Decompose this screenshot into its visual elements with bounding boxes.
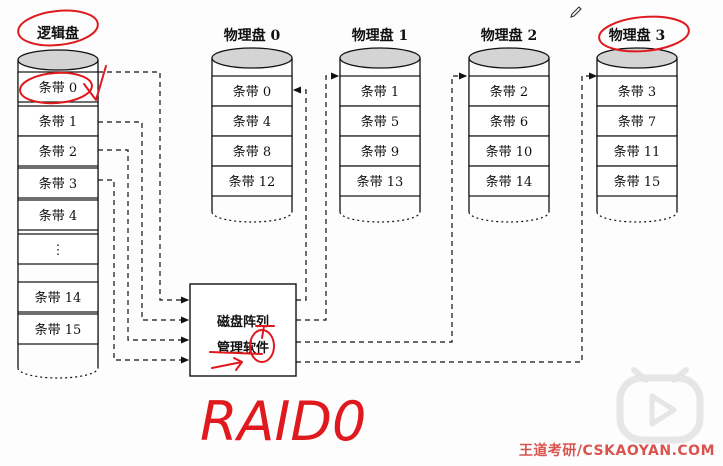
raid-box-line1: 磁盘阵列 — [217, 314, 269, 330]
physical-disk-1: 物理盘 1 条带 1 条带 5 条带 9 条带 13 — [339, 27, 421, 223]
underline-mark — [209, 351, 263, 355]
raid0-annotation: RAID0 — [200, 390, 366, 453]
checkmark-mark — [83, 65, 107, 101]
logical-disk-title: 逻辑盘 — [37, 25, 79, 42]
physical-strip-label: 条带 5 — [361, 114, 399, 130]
physical-strip-label: 条带 4 — [233, 114, 271, 130]
physical-strip-cell — [596, 75, 678, 107]
logical-strip-cell — [17, 135, 99, 167]
physical-strip-label: 条带 7 — [618, 114, 656, 130]
physical-strip-cell — [211, 75, 293, 107]
physical-strip-label: 条带 0 — [233, 84, 271, 100]
logical-strip-cell — [17, 105, 99, 137]
physical-strip-label: 条带 15 — [614, 174, 661, 190]
title-circle-mark — [17, 9, 99, 47]
physical-strip-cell — [468, 75, 550, 107]
strip0-circle-mark — [19, 71, 93, 105]
physical-strip-label: 条带 8 — [233, 144, 271, 160]
handwritten-annotations — [17, 9, 690, 371]
physical-strip-cell — [339, 105, 421, 137]
logical-strip-cell — [17, 199, 99, 231]
physical-strip-label: 条带 2 — [490, 84, 528, 100]
physical-strip-label: 条带 10 — [486, 144, 533, 160]
logical-strip-label: 条带 1 — [39, 114, 77, 130]
physical-strip-cell — [468, 135, 550, 167]
physical-strip-cell — [468, 165, 550, 197]
physical-strip-label: 条带 11 — [614, 144, 661, 160]
physical-strip-label: 条带 9 — [361, 144, 399, 160]
physical-disk-title: 物理盘 3 — [609, 27, 666, 44]
watermark: 王道考研/CSKAOYAN.COM — [518, 443, 715, 459]
physical-disk-title: 物理盘 0 — [224, 27, 281, 44]
play-icon[interactable] — [616, 362, 704, 444]
logical-strip-cell — [17, 313, 99, 345]
logical-strip-label: 条带 14 — [35, 290, 82, 306]
logical-strip-label: 条带 2 — [39, 144, 77, 160]
logical-strip-label: 条带 0 — [39, 80, 77, 96]
physical-disk-3: 物理盘 3 条带 3 条带 7 条带 11 条带 15 — [596, 27, 678, 223]
physical-disk-title: 物理盘 1 — [352, 27, 409, 44]
logical-strip-cell — [17, 167, 99, 199]
logical-strip-label: 条带 15 — [35, 322, 82, 338]
physical-strip-cell — [211, 105, 293, 137]
disk3-circle-mark — [598, 15, 690, 53]
physical-strip-cell — [211, 165, 293, 197]
logical-disk: 逻辑盘 条带 0 条带 1 条带 2 条带 3 条带 4 ⋮ 条带 14 条带 15 — [17, 25, 99, 379]
pencil-icon[interactable] — [568, 4, 584, 20]
physical-strip-cell — [339, 75, 421, 107]
logical-strip-cell — [17, 233, 99, 265]
physical-strip-label: 条带 3 — [618, 84, 656, 100]
physical-strip-cell — [596, 105, 678, 137]
physical-strip-cell — [211, 135, 293, 167]
raid-management-box: 磁盘阵列 管理软件 — [189, 283, 297, 377]
input-flow-lines — [98, 71, 190, 364]
physical-strip-label: 条带 6 — [490, 114, 528, 130]
physical-disks: 物理盘 0 条带 0 条带 4 条带 8 条带 12 物理盘 1 条带 1 条带 5 条带 9 条… — [211, 27, 678, 223]
physical-strip-label: 条带 12 — [229, 174, 276, 190]
physical-strip-cell — [596, 135, 678, 167]
physical-strip-cell — [596, 165, 678, 197]
logical-strip-label: 条带 3 — [39, 176, 77, 192]
physical-disk-title: 物理盘 2 — [481, 27, 538, 44]
physical-disk-0: 物理盘 0 条带 0 条带 4 条带 8 条带 12 — [211, 27, 293, 223]
software-char-stroke-mark — [255, 325, 275, 339]
arrow-mark — [211, 357, 243, 371]
physical-strip-label: 条带 14 — [486, 174, 533, 190]
logical-strip-cell — [17, 281, 99, 313]
physical-strip-cell — [339, 135, 421, 167]
logical-strip-label: ⋮ — [52, 243, 65, 258]
physical-strip-label: 条带 13 — [357, 174, 404, 190]
logical-strip-label: 条带 4 — [39, 208, 77, 224]
software-char-circle-mark — [249, 329, 275, 363]
physical-strip-label: 条带 1 — [361, 84, 399, 100]
output-flow-lines — [292, 72, 598, 363]
physical-disk-2: 物理盘 2 条带 2 条带 6 条带 10 条带 14 — [468, 27, 550, 223]
physical-strip-cell — [339, 165, 421, 197]
